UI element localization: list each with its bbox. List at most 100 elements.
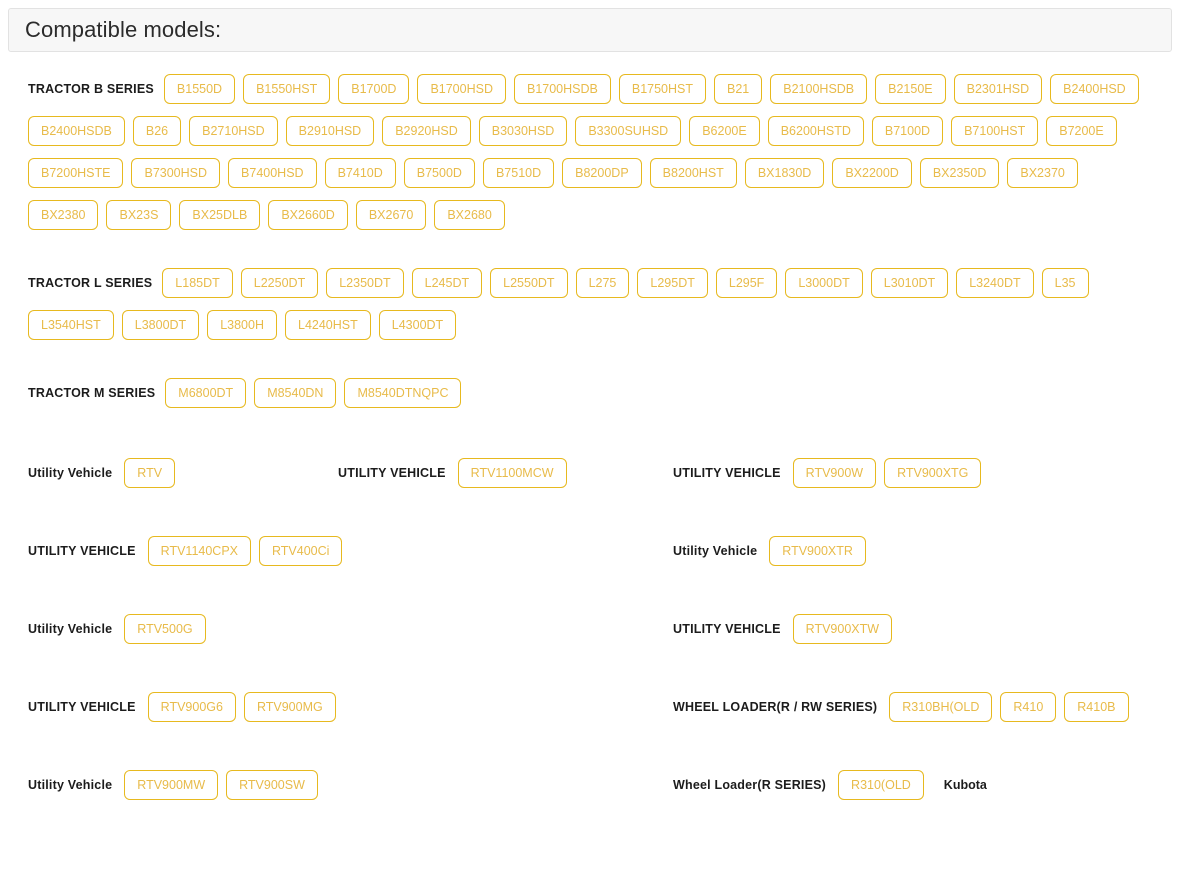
model-tag[interactable]: B8200HST bbox=[649, 158, 737, 188]
series-label: UTILITY VEHICLE bbox=[673, 622, 781, 636]
model-tag[interactable]: RTV1140CPX bbox=[147, 536, 251, 566]
model-tag[interactable]: B6200HSTD bbox=[767, 116, 864, 146]
model-tag[interactable]: L3010DT bbox=[870, 268, 949, 298]
model-tag[interactable]: B2150E bbox=[875, 74, 946, 104]
model-tag[interactable]: RTV900XTW bbox=[792, 614, 893, 644]
series-label: Utility Vehicle bbox=[673, 544, 758, 558]
model-tag[interactable]: BX2380 bbox=[28, 200, 99, 230]
model-tag[interactable]: B7400HSD bbox=[228, 158, 317, 188]
model-tag[interactable]: BX2370 bbox=[1007, 158, 1078, 188]
model-tag[interactable]: BX2680 bbox=[434, 200, 505, 230]
model-tag[interactable]: RTV900MW bbox=[124, 770, 219, 800]
model-tag[interactable]: BX2660D bbox=[268, 200, 348, 230]
model-tag[interactable]: RTV1100MCW bbox=[457, 458, 567, 488]
model-tag[interactable]: B1550HST bbox=[243, 74, 331, 104]
model-tag[interactable]: L295F bbox=[715, 268, 778, 298]
model-tag[interactable]: L185DT bbox=[162, 268, 233, 298]
series-label: UTILITY VEHICLE bbox=[28, 544, 136, 558]
series-label: TRACTOR L SERIES bbox=[28, 276, 153, 290]
model-tag[interactable]: B26 bbox=[132, 116, 182, 146]
model-tag[interactable]: B7500D bbox=[403, 158, 475, 188]
model-tag[interactable]: B2910HSD bbox=[285, 116, 375, 146]
model-tag[interactable]: B1550D bbox=[163, 74, 236, 104]
model-tag[interactable]: B2710HSD bbox=[189, 116, 278, 146]
model-tag[interactable]: BX25DLB bbox=[179, 200, 261, 230]
model-tag[interactable]: L3540HST bbox=[28, 310, 114, 340]
model-tag[interactable]: L4240HST bbox=[285, 310, 371, 340]
model-tag[interactable]: BX2350D bbox=[919, 158, 1000, 188]
model-tag[interactable]: R410B bbox=[1064, 692, 1129, 722]
model-tag[interactable]: BX2670 bbox=[355, 200, 427, 230]
model-tag[interactable]: L3800DT bbox=[121, 310, 200, 340]
model-tag[interactable]: L3000DT bbox=[785, 268, 863, 298]
model-tag[interactable]: L4300DT bbox=[378, 310, 457, 340]
model-tag[interactable]: B7100D bbox=[871, 116, 944, 146]
model-tag[interactable]: RTV900W bbox=[792, 458, 877, 488]
model-tag[interactable]: L3240DT bbox=[956, 268, 1034, 298]
model-tag[interactable]: B1700HSD bbox=[417, 74, 506, 104]
model-tag[interactable]: B2400HSD bbox=[1050, 74, 1139, 104]
series-label: WHEEL LOADER(R / RW SERIES) bbox=[673, 700, 878, 714]
model-tag[interactable]: B2920HSD bbox=[382, 116, 471, 146]
model-tag[interactable]: B7200E bbox=[1046, 116, 1117, 146]
series-label: TRACTOR M SERIES bbox=[28, 386, 156, 400]
model-tag[interactable]: R310(OLD bbox=[838, 770, 924, 800]
vehicle-grid-cell: Utility Vehicle RTV900XTR bbox=[673, 536, 1073, 566]
model-tag[interactable]: B3030HSD bbox=[478, 116, 568, 146]
model-tag[interactable]: B8200DP bbox=[562, 158, 642, 188]
brand-text: Kubota bbox=[943, 778, 987, 792]
model-tag[interactable]: B7510D bbox=[482, 158, 555, 188]
model-tag[interactable]: BX2200D bbox=[832, 158, 912, 188]
model-tag[interactable]: RTV500G bbox=[124, 614, 206, 644]
model-tag[interactable]: B2400HSDB bbox=[28, 116, 125, 146]
model-tag[interactable]: L275 bbox=[575, 268, 630, 298]
model-tag[interactable]: R410 bbox=[1000, 692, 1057, 722]
model-tag[interactable]: L2350DT bbox=[326, 268, 404, 298]
page-header: Compatible models: bbox=[8, 8, 1172, 52]
model-tag[interactable]: B7300HSD bbox=[131, 158, 221, 188]
model-tag[interactable]: RTV400Ci bbox=[259, 536, 343, 566]
model-tag[interactable]: B7100HST bbox=[951, 116, 1039, 146]
model-tag[interactable]: RTV900XTG bbox=[884, 458, 982, 488]
model-tag[interactable]: RTV900G6 bbox=[147, 692, 236, 722]
model-tag[interactable]: B21 bbox=[714, 74, 763, 104]
model-tag[interactable]: L245DT bbox=[411, 268, 483, 298]
model-tag[interactable]: R310BH(OLD bbox=[889, 692, 993, 722]
series-label: UTILITY VEHICLE bbox=[338, 466, 446, 480]
series-label: TRACTOR B SERIES bbox=[28, 82, 154, 96]
model-tag[interactable]: L35 bbox=[1041, 268, 1089, 298]
model-tag[interactable]: B2301HSD bbox=[953, 74, 1043, 104]
model-tag[interactable]: L2550DT bbox=[490, 268, 568, 298]
model-tag[interactable]: B1700HSDB bbox=[513, 74, 611, 104]
model-tag[interactable]: RTV900SW bbox=[226, 770, 318, 800]
model-tag[interactable]: L295DT bbox=[637, 268, 708, 298]
model-tag[interactable]: M8540DN bbox=[254, 378, 337, 408]
model-tag[interactable]: RTV900XTR bbox=[769, 536, 866, 566]
model-tag[interactable]: L2250DT bbox=[240, 268, 319, 298]
model-tag[interactable]: B7410D bbox=[324, 158, 396, 188]
vehicle-grid-row: Utility Vehicle RTV500G UTILITY VEHICLE RTV… bbox=[28, 614, 1162, 692]
model-tag[interactable]: L3800H bbox=[207, 310, 277, 340]
model-tag[interactable]: B6200E bbox=[689, 116, 760, 146]
model-tag[interactable]: RTV bbox=[124, 458, 176, 488]
series-label: Wheel Loader(R SERIES) bbox=[673, 778, 827, 792]
model-tag[interactable]: B3300SUHSD bbox=[575, 116, 682, 146]
model-tag[interactable]: B2100HSDB bbox=[770, 74, 868, 104]
model-tag[interactable]: BX23S bbox=[106, 200, 172, 230]
model-tag[interactable]: M6800DT bbox=[165, 378, 247, 408]
model-tag[interactable]: BX1830D bbox=[744, 158, 825, 188]
series-label: Utility Vehicle bbox=[28, 622, 113, 636]
model-tag[interactable]: B7200HSTE bbox=[28, 158, 124, 188]
model-tag[interactable]: M8540DTNQPC bbox=[344, 378, 462, 408]
vehicle-grid-row: UTILITY VEHICLE RTV1140CPX RTV400Ci Utility… bbox=[28, 536, 1162, 614]
model-tag[interactable]: RTV900MG bbox=[243, 692, 336, 722]
model-tag[interactable]: B1700D bbox=[338, 74, 410, 104]
model-tag[interactable]: B1750HST bbox=[618, 74, 707, 104]
